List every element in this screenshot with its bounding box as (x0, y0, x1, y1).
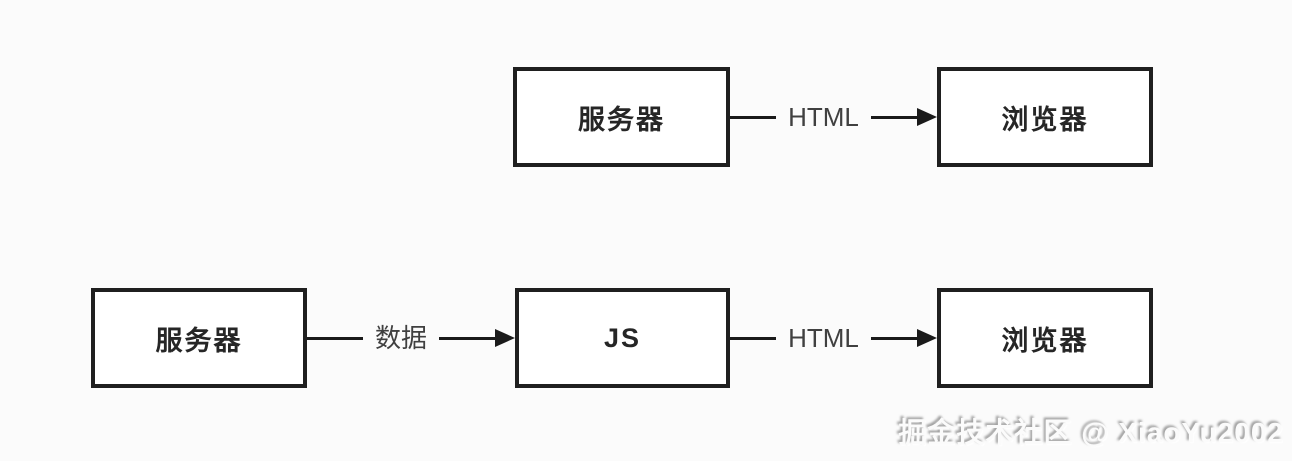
node-label: 服务器 (155, 325, 243, 356)
edge-label-html-bottom: HTML (788, 323, 859, 353)
node-label: 浏览器 (1001, 325, 1089, 356)
connector-js-to-browser: HTML (730, 288, 937, 388)
watermark: 掘金技术社区 @ XiaoYu2002 (898, 417, 1284, 448)
node-label: 浏览器 (1001, 104, 1089, 135)
node-browser-bottom: 浏览器 (937, 288, 1153, 388)
connector-line (730, 115, 777, 119)
node-label: JS (603, 322, 642, 353)
connector-server-to-js: 数据 (307, 288, 516, 388)
node-label: 服务器 (578, 104, 665, 135)
node-server-bottom: 服务器 (91, 288, 307, 388)
arrowhead-icon (495, 329, 516, 347)
connector-line (870, 336, 917, 340)
connector-line (307, 336, 363, 340)
node-js: JS (515, 288, 730, 388)
connector-line (870, 115, 917, 119)
arrowhead-icon (917, 108, 937, 126)
edge-label-html-top: HTML (788, 102, 859, 132)
node-browser-top: 浏览器 (937, 67, 1153, 167)
node-server-top: 服务器 (513, 67, 730, 167)
edge-label-data: 数据 (375, 323, 428, 353)
connector-line (730, 336, 777, 340)
connector-server-to-browser-top: HTML (730, 67, 937, 167)
arrowhead-icon (917, 329, 937, 347)
connector-line (439, 336, 496, 340)
